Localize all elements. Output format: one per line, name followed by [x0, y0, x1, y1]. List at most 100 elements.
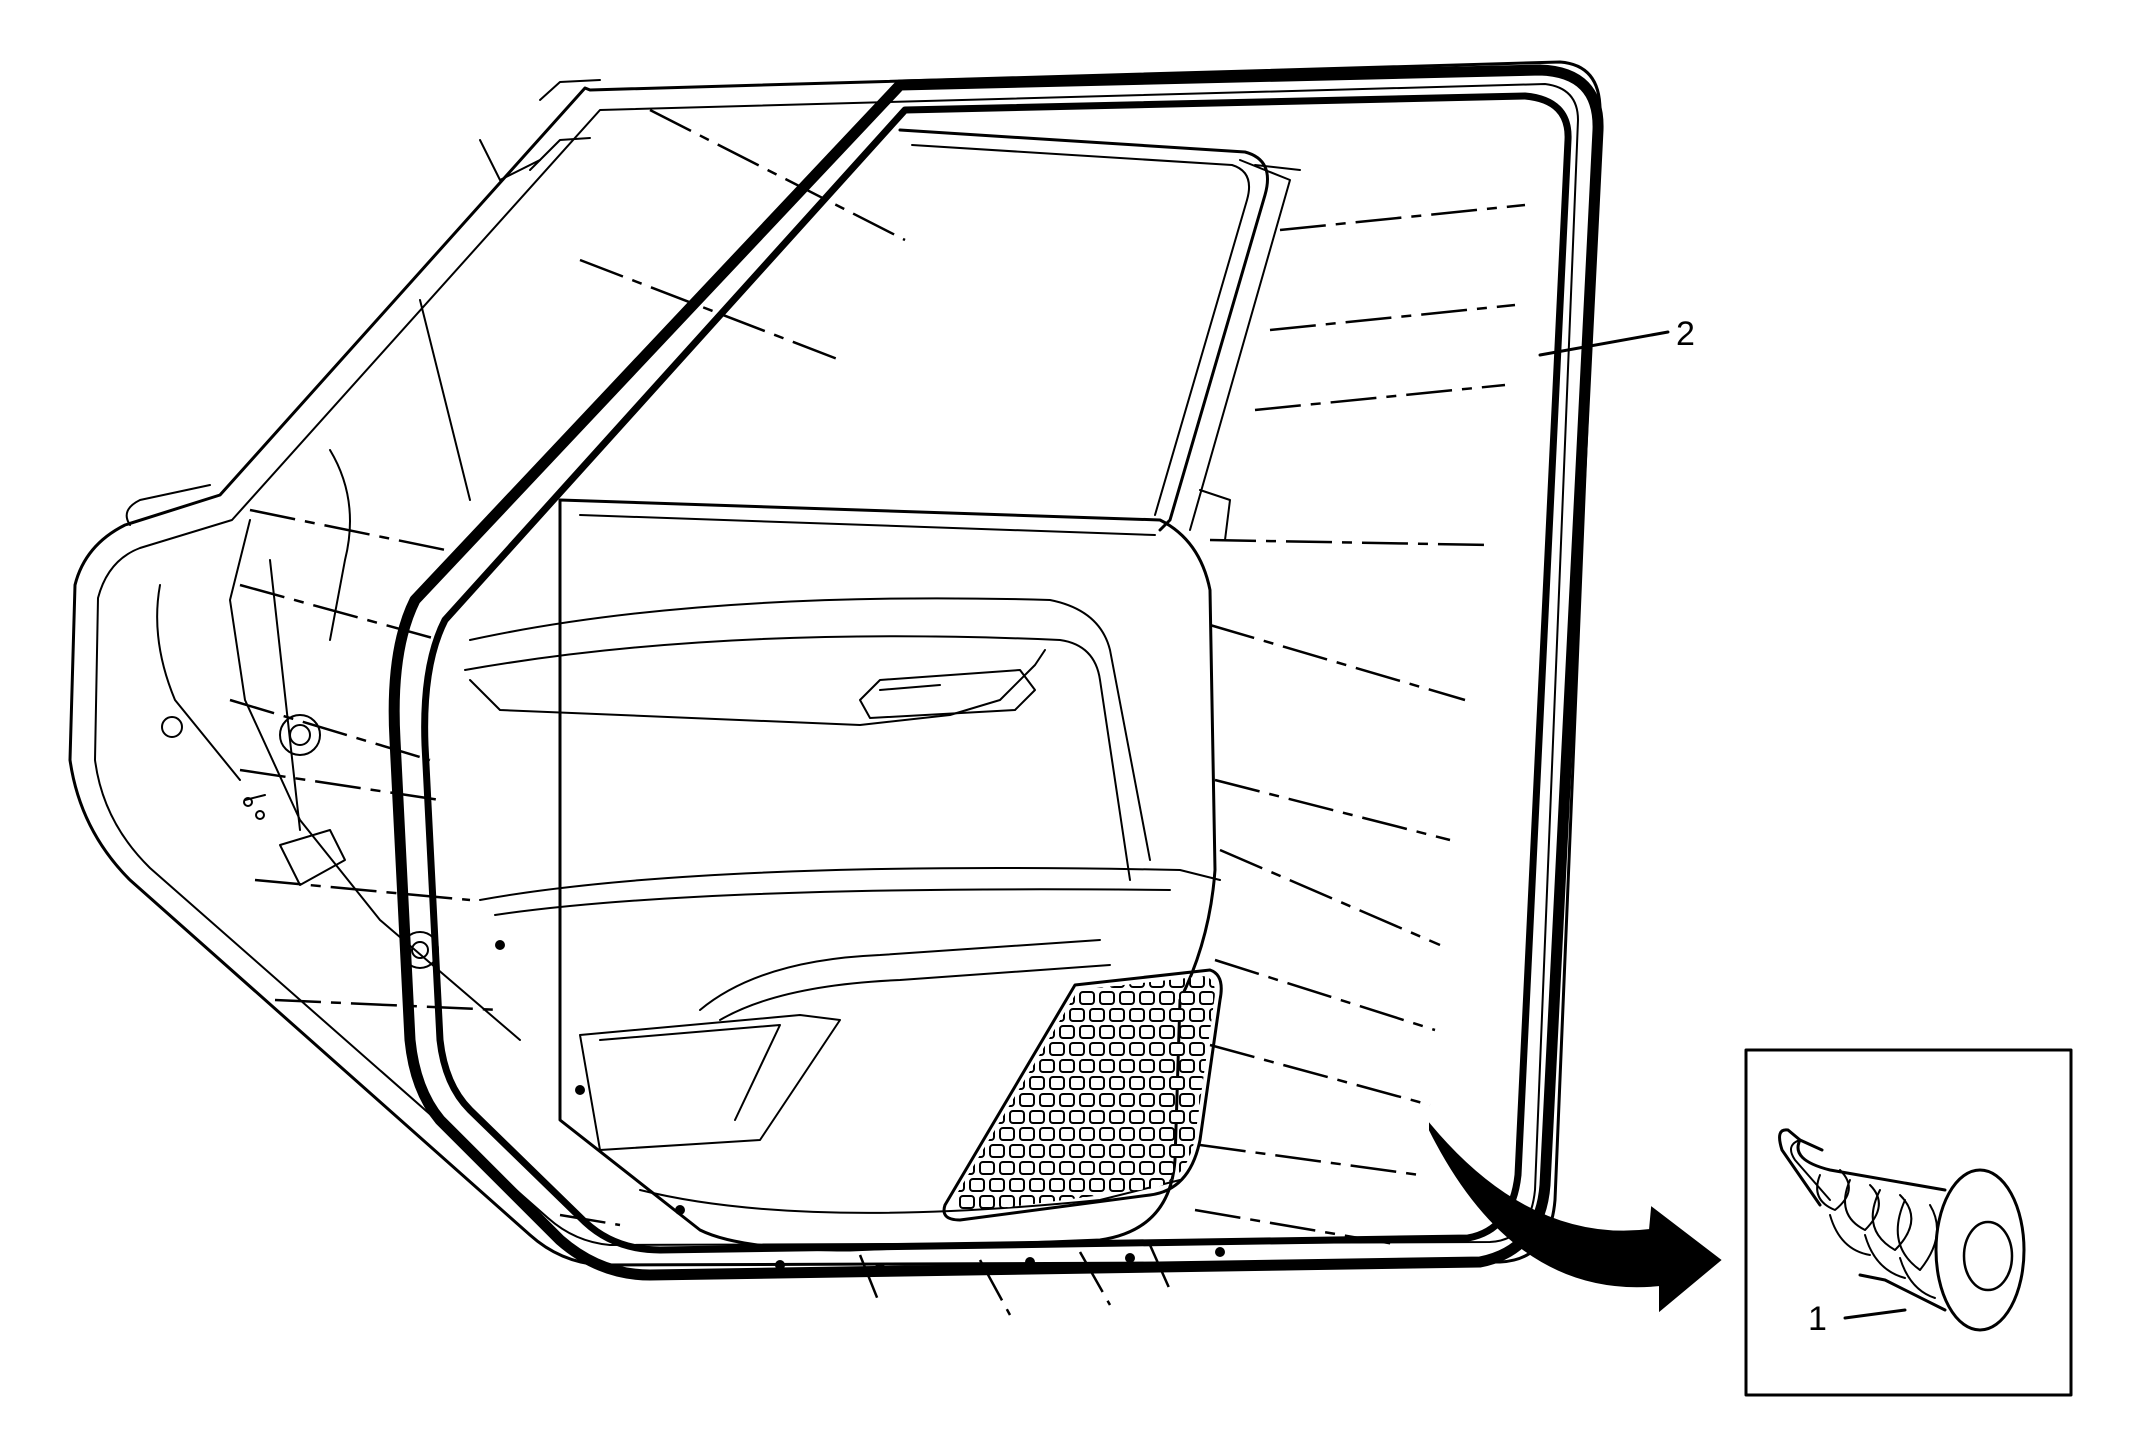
grille-hole [1009, 976, 1025, 988]
grille-hole [999, 1025, 1015, 1039]
grille-hole [1169, 1144, 1185, 1158]
grille-hole [979, 1093, 995, 1107]
grille-hole [951, 1144, 965, 1158]
grille-hole [979, 1161, 995, 1175]
door-inner-panel [229, 139, 541, 1041]
grille-hole [969, 1178, 985, 1192]
grille-hole [989, 1178, 1005, 1192]
grille-hole [1159, 1059, 1175, 1073]
grille-hole [1079, 1161, 1095, 1175]
grille-hole [1079, 1127, 1095, 1141]
grille-hole [1069, 1008, 1085, 1022]
grille-hole [1109, 1178, 1125, 1192]
grille-hole [999, 991, 1015, 1005]
grille-hole [1019, 1161, 1035, 1175]
grille-hole [1169, 1008, 1185, 1022]
grille-hole [1069, 1042, 1085, 1056]
grille-hole [1099, 1161, 1115, 1175]
grille-hole [951, 1008, 965, 1022]
grille-hole [1199, 1195, 1215, 1209]
grille-hole [1059, 1025, 1075, 1039]
grille-hole [989, 1008, 1005, 1022]
grille-hole [1019, 1025, 1035, 1039]
grille-hole [1019, 1093, 1035, 1107]
grille-hole [1220, 1196, 1234, 1208]
grille-hole [1169, 1042, 1185, 1056]
grille-hole [1109, 1076, 1125, 1090]
grille-hole [979, 1195, 995, 1209]
grille-hole [1119, 1093, 1135, 1107]
grille-hole [1049, 1144, 1065, 1158]
grille-hole [1159, 991, 1175, 1005]
window-frame [898, 128, 1301, 541]
grille-hole [1039, 1059, 1055, 1073]
grille-hole [959, 1093, 975, 1107]
grille-hole [1049, 1110, 1065, 1124]
grille-hole [1009, 1008, 1025, 1022]
grille-pattern [951, 976, 1234, 1209]
grille-hole [1059, 1093, 1075, 1107]
grille-hole [1179, 1093, 1195, 1107]
grille-hole [1049, 1178, 1065, 1192]
grille-hole [989, 1144, 1005, 1158]
grille-hole [1029, 1144, 1045, 1158]
grille-hole [1169, 1110, 1185, 1124]
grille-hole [1220, 1162, 1234, 1174]
grille-hole [959, 991, 975, 1005]
grille-hole [951, 1110, 965, 1124]
grille-hole [1179, 1127, 1195, 1141]
grille-hole [1149, 1076, 1165, 1090]
grille-hole [989, 1076, 1005, 1090]
grille-hole [1129, 1144, 1145, 1158]
grille-hole [989, 976, 1005, 988]
grille-hole [1139, 1093, 1155, 1107]
grille-hole [999, 1127, 1015, 1141]
grille-hole [1119, 991, 1135, 1005]
grille-hole [1199, 991, 1215, 1005]
grille-hole [1129, 1008, 1145, 1022]
grille-hole [1139, 1059, 1155, 1073]
grille-hole [1189, 1042, 1205, 1056]
grille-hole [1149, 1110, 1165, 1124]
grille-hole [1059, 1127, 1075, 1141]
callout-label-1: 1 [1808, 1300, 1827, 1338]
grille-hole [1089, 1008, 1105, 1022]
grille-hole [959, 1127, 975, 1141]
grille-hole [1149, 1042, 1165, 1056]
grille-hole [1069, 1178, 1085, 1192]
grille-hole [1169, 1076, 1185, 1090]
grille-hole [1139, 991, 1155, 1005]
leader-2 [1538, 330, 1670, 357]
grille-hole [1209, 1178, 1215, 1192]
grille-hole [1159, 1161, 1175, 1175]
grille-hole [1009, 1178, 1025, 1192]
grille-hole [1209, 1110, 1215, 1124]
grille-hole [1199, 1025, 1215, 1039]
grille-hole [951, 1076, 965, 1090]
grille-hole [1109, 1110, 1125, 1124]
grille-hole [1119, 1025, 1135, 1039]
speaker-grille [942, 968, 1234, 1222]
grille-hole [1119, 1127, 1135, 1141]
grille-hole [969, 1076, 985, 1090]
grille-hole [969, 1008, 985, 1022]
grille-hole [1159, 1093, 1175, 1107]
grille-hole [999, 1059, 1015, 1073]
grille-hole [1119, 1161, 1135, 1175]
grille-hole [979, 991, 995, 1005]
grille-hole [1029, 976, 1045, 988]
detail-inset [1744, 1048, 2073, 1397]
grille-hole [1189, 1178, 1205, 1192]
grille-hole [1039, 1093, 1055, 1107]
grille-hole [1179, 991, 1195, 1005]
grille-hole [1009, 1110, 1025, 1124]
grille-hole [1139, 1161, 1155, 1175]
grille-hole [1220, 1060, 1234, 1072]
grille-hole [1049, 1076, 1065, 1090]
callout-leaders [1538, 330, 1907, 1320]
grille-hole [969, 1110, 985, 1124]
grille-hole [1089, 1110, 1105, 1124]
grille-hole [1089, 1144, 1105, 1158]
